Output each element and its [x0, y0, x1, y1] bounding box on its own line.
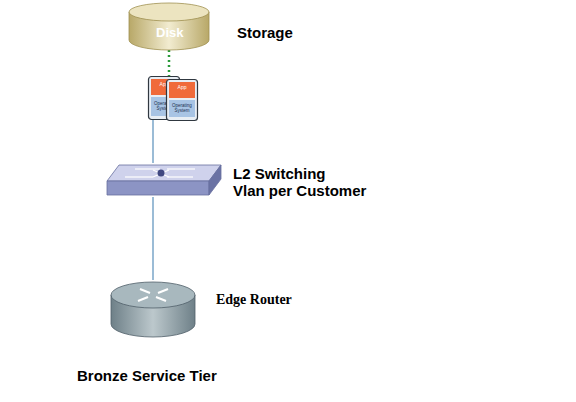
router-cylinder-outline — [110, 280, 196, 338]
switch-label: L2 Switching — [233, 165, 326, 182]
storage-label: Storage — [237, 24, 293, 41]
router-label: Edge Router — [216, 292, 292, 308]
os-label: Operating System — [168, 103, 196, 113]
disk-cylinder: DiskStorage — [128, 2, 210, 50]
link-line — [152, 120, 154, 163]
switch-box: L2 SwitchingVlan per Customer — [105, 163, 223, 197]
link-line — [152, 197, 154, 280]
switch-box-outline — [105, 163, 223, 197]
switch-label: Vlan per Customer — [233, 182, 366, 199]
app-label: App — [166, 84, 198, 90]
router-cylinder: Edge Router — [110, 280, 196, 338]
tier-caption: Bronze Service Tier — [77, 367, 217, 384]
disk-label: Disk — [156, 25, 183, 40]
link-line — [168, 50, 171, 76]
server-card: AppOperating System — [166, 79, 198, 121]
